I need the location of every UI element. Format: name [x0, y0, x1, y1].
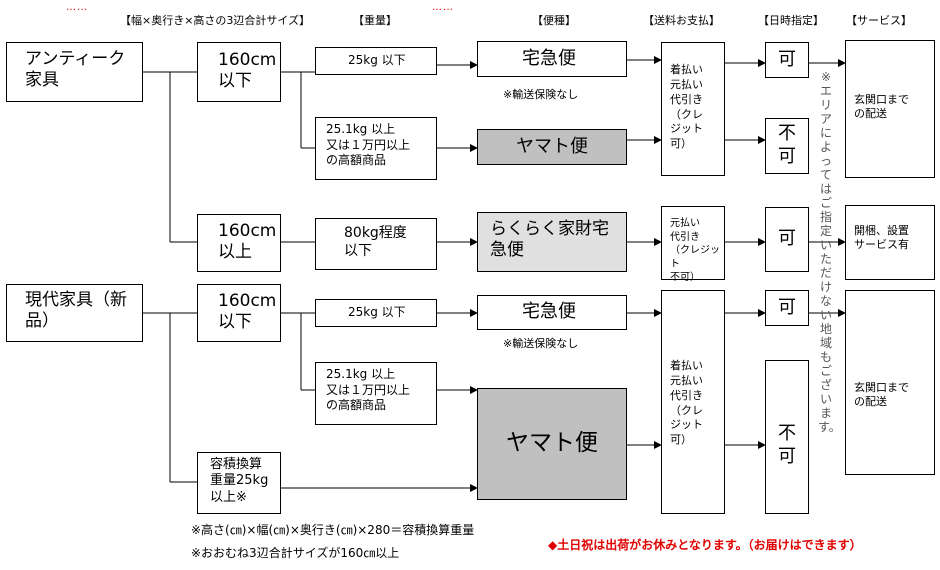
header-service: 【サービス】 — [846, 14, 912, 27]
header-payment: 【送料お支払】 — [643, 14, 720, 27]
date-antique-takkyubin-ok: 可 — [765, 42, 809, 78]
size-antique-160-over: 160cm 以上 — [197, 214, 281, 272]
date-antique-yamato-ng: 不 可 — [765, 118, 809, 174]
size-modern-160-under: 160cm 以下 — [197, 284, 281, 342]
delivery-rakuraku-unpack: 開梱、設置 サービス有 — [845, 205, 935, 280]
size-antique-160-under: 160cm 以下 — [197, 42, 281, 102]
date-modern-takkyubin-ok: 可 — [765, 290, 809, 326]
red-dots-left: …… — [66, 2, 88, 13]
service-antique-yamato: ヤマト便 — [477, 129, 627, 165]
header-service-type: 【便種】 — [532, 14, 576, 27]
footnote-size-approx: ※おおむね3辺合計サイズが160㎝以上 — [191, 546, 400, 560]
size-modern-volume-weight: 容積換算 重量25kg 以上※ — [197, 452, 281, 514]
weight-modern-high-value: 25.1kg 以上 又は１万円以上 の高額商品 — [315, 362, 437, 425]
weight-antique-25kg: 25kg 以下 — [315, 47, 437, 75]
red-dots-right: …… — [432, 2, 454, 13]
payment-modern: 着払い 元払い 代引き （クレ ジット 可） — [661, 290, 725, 514]
service-antique-rakuraku: らくらく家財宅 急便 — [477, 212, 627, 272]
weight-antique-80kg: 80kg程度 以下 — [315, 218, 437, 270]
header-date-designation: 【日時指定】 — [758, 14, 824, 27]
service-modern-yamato: ヤマト便 — [477, 388, 627, 500]
area-restriction-note: ※エリアによってはご指定いただけない地域もございます。 — [818, 70, 841, 434]
delivery-antique-entrance: 玄関口まで の配送 — [845, 40, 935, 178]
delivery-modern-entrance: 玄関口まで の配送 — [845, 290, 935, 475]
payment-rakuraku: 元払い 代引き （クレジット 不可） — [661, 206, 725, 283]
weight-antique-high-value: 25.1kg 以上 又は１万円以上 の高額商品 — [315, 117, 437, 180]
footnote-volume-formula: ※高さ(㎝)×幅(㎝)×奥行き(㎝)×280＝容積換算重量 — [191, 523, 475, 537]
date-modern-yamato-ng: 不 可 — [765, 360, 809, 514]
date-rakuraku-ok: 可 — [765, 207, 809, 272]
header-weight: 【重量】 — [353, 14, 397, 27]
weight-modern-25kg: 25kg 以下 — [315, 299, 437, 327]
weekend-notice: ◆土日祝は出荷がお休みとなります。（お届けはできます） — [548, 538, 862, 552]
service-modern-takkyubin: 宅急便 — [477, 295, 627, 330]
header-size: 【幅×奥行き×高さの3辺合計サイズ】 — [120, 14, 311, 27]
service-antique-takkyubin: 宅急便 — [477, 41, 627, 77]
insurance-note-modern: ※輸送保険なし — [503, 337, 579, 350]
category-modern-furniture: 現代家具（新 品） — [6, 284, 143, 342]
category-antique-furniture: アンティーク 家具 — [6, 42, 143, 102]
payment-antique: 着払い 元払い 代引き （クレ ジット 可） — [661, 42, 725, 176]
insurance-note-antique: ※輸送保険なし — [503, 88, 579, 101]
